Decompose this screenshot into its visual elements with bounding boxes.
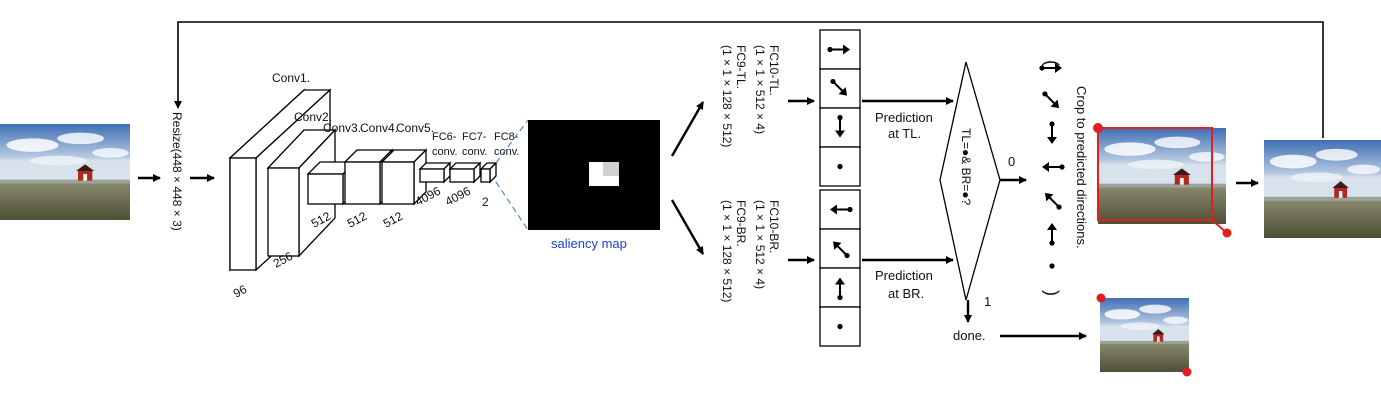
- br-fc10-dims: (1 × 1 × 512 × 4): [753, 200, 767, 289]
- dot-icon: [1049, 263, 1055, 269]
- conv5-label: Conv5.: [396, 121, 434, 135]
- conv4-label: Conv4.: [360, 121, 398, 135]
- conv3-front: [307, 173, 344, 205]
- conv2-front: [267, 167, 300, 257]
- dim-96: 96: [231, 282, 250, 301]
- saliency-label: saliency map: [551, 236, 627, 251]
- resize-label: Resize(448 × 448 × 3): [170, 112, 184, 231]
- branch-zero-label: 0: [1008, 154, 1015, 169]
- done-label: done.: [953, 328, 986, 343]
- final-tl-point: [1096, 293, 1106, 303]
- arrow-down-right-icon: [1042, 91, 1060, 109]
- final-br-point: [1182, 367, 1192, 377]
- arrow-left-icon: [1042, 162, 1065, 172]
- projection-line-top: [495, 119, 529, 164]
- arrow-down-icon: [835, 114, 845, 138]
- crop-br-connector: [1211, 219, 1228, 234]
- prediction-br-line1: Prediction: [875, 268, 933, 283]
- conv2-label: Conv2.: [294, 110, 332, 124]
- fc8-conv-label: conv.: [494, 146, 519, 158]
- arrow-down-icon: [1047, 121, 1057, 144]
- crop-paren-top: (: [1042, 60, 1062, 66]
- tl-fc10-dims: (1 × 1 × 512 × 4): [753, 45, 767, 134]
- conv1-label: Conv1.: [272, 71, 310, 85]
- fc6-conv-label: conv.: [432, 146, 457, 158]
- fc8-label: FC8-: [494, 131, 519, 143]
- cropped-output-image: [1264, 140, 1381, 238]
- decision-diamond: [939, 61, 1001, 301]
- br-fc9-label: FC9-BR.: [734, 200, 748, 247]
- crop-paren-bottom: ): [1042, 290, 1062, 296]
- fc8-front: [480, 168, 491, 183]
- br-fc10-label: FC10-BR.: [767, 200, 781, 253]
- crop-tl-point: [1093, 123, 1103, 133]
- fc7-label: FC7-: [462, 131, 487, 143]
- conv-blocks: [228, 88, 498, 272]
- fc6-front: [419, 168, 445, 183]
- tl-fc9-dims: (1 × 1 × 128 × 512): [720, 45, 734, 147]
- crop-source-image: [1098, 128, 1226, 224]
- dim-2: 2: [482, 195, 489, 209]
- prediction-br-line2: at BR.: [888, 286, 924, 301]
- tl-direction-column: [819, 29, 861, 187]
- prediction-tl-line1: Prediction: [875, 110, 933, 125]
- fc6-label: FC6-: [432, 131, 457, 143]
- conv1-front: [229, 157, 257, 271]
- input-image: [0, 124, 130, 220]
- conv3-label: Conv3.: [323, 121, 361, 135]
- crop-label: Crop to predicted directions.: [1074, 86, 1089, 249]
- tl-fc9-label: FC9-TL.: [734, 45, 748, 89]
- branch-one-label: 1: [984, 294, 991, 309]
- arrow-up-icon: [1047, 223, 1057, 246]
- tl-fc10-label: FC10-TL.: [767, 45, 781, 96]
- arrow-up-left-icon: [832, 241, 850, 259]
- arrow-up-icon: [835, 277, 845, 301]
- arrow-right-icon: [1039, 63, 1062, 73]
- decision-label: TL=●& BR=●?: [959, 128, 973, 206]
- prediction-tl-line2: at TL.: [888, 126, 921, 141]
- dim-4096-b: 4096: [443, 184, 473, 209]
- conv4-front: [344, 161, 381, 205]
- dim-512-c: 512: [381, 209, 406, 231]
- br-fc9-dims: (1 × 1 × 128 × 512): [720, 200, 734, 302]
- arrow-left-icon: [830, 204, 853, 215]
- crop-direction-column: [1039, 63, 1065, 269]
- dot-icon: [837, 323, 843, 330]
- projection-line-bottom: [495, 181, 529, 231]
- dim-512-b: 512: [345, 209, 370, 231]
- conv5-front: [381, 161, 415, 205]
- arrow-right-icon: [827, 44, 850, 55]
- fc7-conv-label: conv.: [462, 146, 487, 158]
- fc7-front: [449, 168, 475, 183]
- dot-icon: [837, 163, 843, 170]
- tl-branch-arrow: [670, 101, 705, 157]
- br-direction-column: [819, 189, 861, 347]
- final-image: [1100, 298, 1189, 372]
- feedback-loop-arrow: [174, 21, 1324, 138]
- arrow-down-right-icon: [830, 78, 848, 96]
- saliency-blob-edge: [603, 162, 619, 176]
- br-branch-arrow: [670, 199, 705, 255]
- arrow-up-left-icon: [1044, 192, 1062, 210]
- crop-box: [1097, 127, 1213, 221]
